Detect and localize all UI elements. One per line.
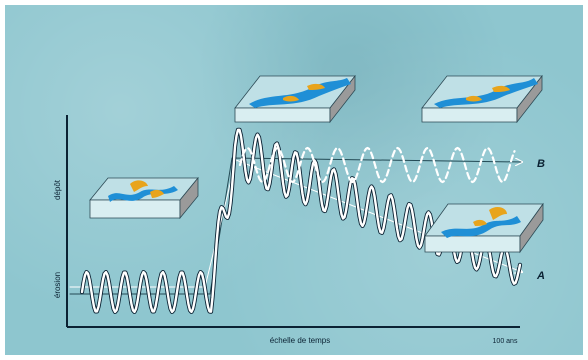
y-axis-bottom-label: érosion bbox=[53, 272, 62, 298]
y-axis-top-label: dépôt bbox=[53, 179, 62, 200]
block-diagram-top-right bbox=[422, 76, 542, 122]
curve-a-label: A bbox=[536, 270, 545, 282]
x-axis-end-label: 100 ans bbox=[493, 338, 518, 345]
block-diagram-right bbox=[425, 204, 543, 252]
block-diagram-left bbox=[90, 178, 198, 218]
x-axis-label: échelle de temps bbox=[270, 336, 330, 345]
curve-b-label: B bbox=[537, 158, 545, 170]
block-diagram-top-middle bbox=[235, 76, 355, 122]
